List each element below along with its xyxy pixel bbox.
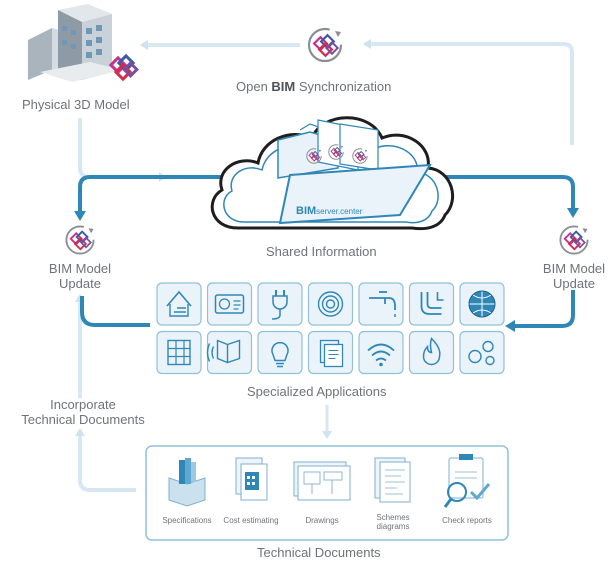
left-update-line2: Update bbox=[59, 276, 101, 291]
pipes-icon bbox=[420, 292, 444, 315]
app-tile bbox=[307, 330, 354, 375]
specialized-applications-grid bbox=[156, 282, 505, 375]
sync-bold: BIM bbox=[271, 79, 296, 94]
cost-estimating-icon bbox=[235, 457, 268, 501]
left-bim-model-update-label: BIM Model Update bbox=[38, 261, 122, 291]
document-label: Drawings bbox=[305, 516, 339, 525]
left-update-line1: BIM Model bbox=[48, 261, 112, 276]
app-tile bbox=[358, 330, 404, 375]
electrical-panel-icon bbox=[214, 294, 245, 314]
building-energy-icon bbox=[166, 290, 192, 317]
check-reports-icon bbox=[443, 454, 491, 508]
incorporate-technical-documents-label: Incorporate Technical Documents bbox=[8, 397, 158, 427]
plug-icon bbox=[271, 290, 288, 320]
right-update-line1: BIM Model bbox=[542, 261, 606, 276]
sync-prefix: Open bbox=[236, 79, 272, 94]
app-tile bbox=[459, 330, 505, 375]
sync-arrows bbox=[75, 39, 574, 492]
app-tile bbox=[459, 282, 505, 326]
app-tile bbox=[408, 330, 455, 375]
app-tile bbox=[257, 330, 303, 375]
open-bim-sync-label: Open BIM Synchronization bbox=[236, 79, 391, 94]
shared-information-label: Shared Information bbox=[266, 244, 377, 259]
coil-icon bbox=[317, 291, 344, 317]
update-arrows bbox=[74, 175, 579, 332]
schemes-diagrams-icon bbox=[374, 457, 411, 503]
structure-icon bbox=[167, 339, 191, 366]
bimserver-cloud-icon: BIMserver.center bbox=[210, 116, 455, 231]
fire-icon bbox=[422, 337, 441, 366]
right-update-icon bbox=[559, 225, 589, 255]
app-tile bbox=[307, 282, 354, 326]
incorporate-line1: Incorporate bbox=[50, 397, 116, 412]
document-label: Check reports bbox=[442, 516, 492, 525]
app-tile bbox=[206, 282, 253, 326]
light-bulb-icon bbox=[271, 341, 289, 368]
specialized-applications-label: Specialized Applications bbox=[247, 384, 387, 399]
right-bim-model-update-label: BIM Model Update bbox=[532, 261, 611, 291]
wifi-icon bbox=[367, 343, 395, 367]
app-tile bbox=[408, 282, 455, 326]
cloud-brand-rest: server.center bbox=[316, 207, 363, 216]
right-update-line2: Update bbox=[553, 276, 595, 291]
bubbles-icon bbox=[468, 340, 495, 366]
drawings-icon bbox=[293, 461, 351, 501]
specifications-icon bbox=[168, 458, 206, 507]
document-label: Specifications bbox=[162, 516, 212, 525]
cloud-brand-bold: BIM bbox=[296, 205, 316, 217]
app-tile bbox=[206, 330, 253, 375]
open-bim-sync-icon bbox=[307, 27, 343, 63]
globe-icon bbox=[468, 290, 496, 318]
document-label: Cost estimating bbox=[223, 516, 279, 525]
sync-suffix: Synchronization bbox=[295, 79, 392, 94]
physical-3d-model-label: Physical 3D Model bbox=[22, 97, 130, 112]
documents-icon bbox=[319, 339, 344, 368]
document-label: Schemes diagrams bbox=[376, 513, 410, 531]
faucet-icon bbox=[369, 291, 396, 317]
acoustics-icon bbox=[206, 339, 241, 364]
svg-text:BIMserver.center: BIMserver.center bbox=[296, 205, 363, 217]
technical-documents-label: Technical Documents bbox=[257, 545, 381, 560]
incorporate-line2: Technical Documents bbox=[21, 412, 145, 427]
app-tile bbox=[156, 282, 202, 326]
app-tile bbox=[156, 330, 202, 375]
building-3d-model-icon bbox=[28, 4, 139, 82]
app-tile bbox=[358, 282, 404, 326]
technical-documents-icons bbox=[168, 454, 491, 508]
left-update-icon bbox=[65, 225, 95, 255]
app-tile bbox=[257, 282, 303, 326]
